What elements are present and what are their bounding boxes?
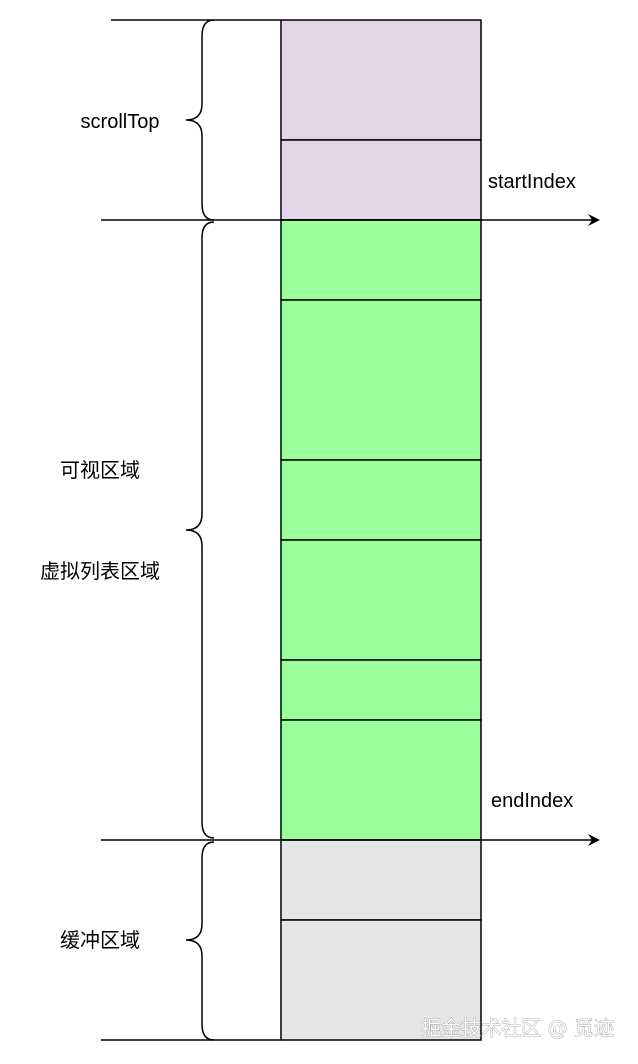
virtual-list-area-label: 虚拟列表区域 — [40, 560, 160, 583]
buffer-items — [280, 839, 482, 1041]
visible-item — [280, 299, 482, 461]
scroll-top-brace — [185, 19, 215, 221]
scrolled-item — [280, 139, 482, 221]
visible-item — [280, 219, 482, 301]
buffer-area-label: 缓冲区域 — [60, 929, 140, 952]
start-index-label: startIndex — [488, 171, 576, 193]
buffer-area-brace — [185, 841, 215, 1041]
buffer-item — [280, 839, 482, 921]
visible-area-brace — [185, 221, 215, 839]
scroll-top-label: scrollTop — [81, 111, 160, 133]
scrolled-item — [280, 19, 482, 141]
buffer-item — [280, 919, 482, 1041]
visible-area-label: 可视区域 — [60, 459, 140, 482]
visible-item — [280, 659, 482, 721]
visible-item — [280, 719, 482, 841]
end-index-label: endIndex — [491, 790, 573, 812]
visible-item — [280, 539, 482, 661]
visible-item — [280, 459, 482, 541]
visible-items — [280, 219, 482, 841]
watermark-text: 掘金技术社区 @ 觅迹 — [421, 1016, 614, 1040]
scrolled-items — [280, 19, 482, 221]
